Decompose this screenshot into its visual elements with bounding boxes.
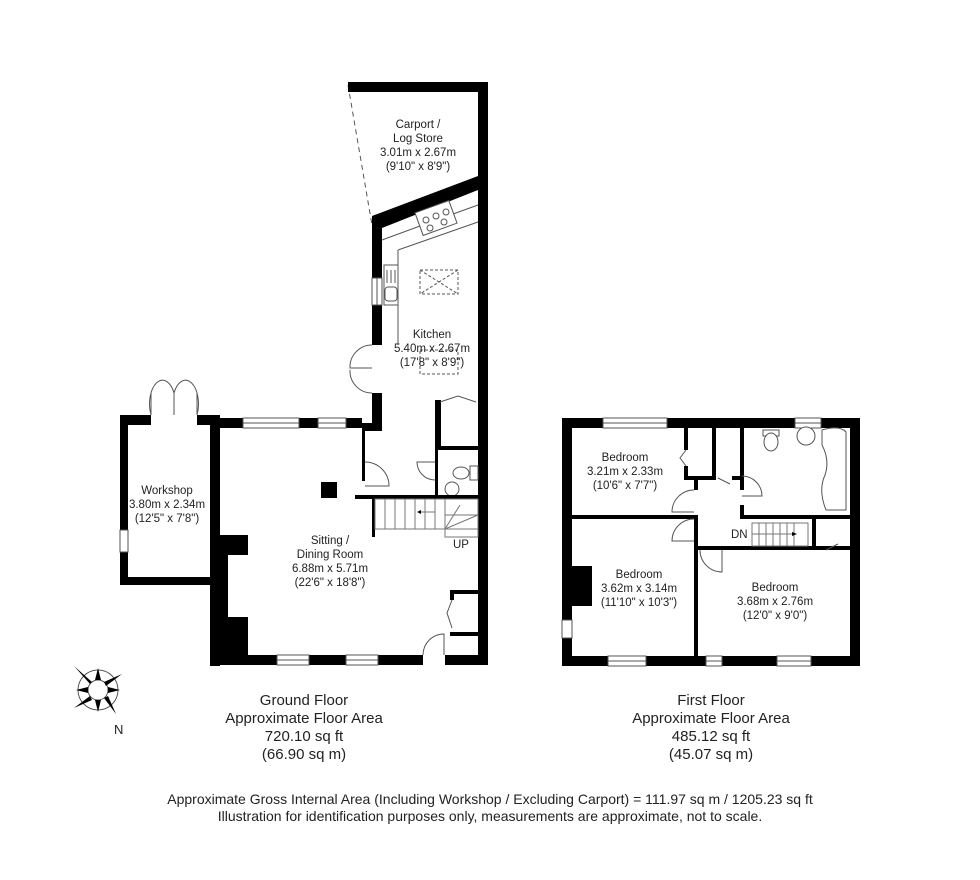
room-label-carport: Carport / Log Store 3.01m x 2.67m (9'10"… (379, 119, 457, 173)
room-label-bedroom-1: Bedroom 3.21m x 2.33m (10'6" x 7'7") (586, 452, 664, 492)
room-label-sitting-dining: Sitting / Dining Room 6.88m x 5.71m (22'… (291, 535, 369, 589)
ground-floor-caption: Ground Floor Approximate Floor Area 720.… (225, 692, 383, 763)
gross-area-note: Approximate Gross Internal Area (Includi… (167, 791, 813, 807)
ground-floor-plan (119, 82, 488, 666)
stairs-down-label: DN (731, 529, 748, 541)
room-label-workshop: Workshop 3.80m x 2.34m (12'5" x 7'8") (128, 485, 206, 525)
room-label-bedroom-2: Bedroom 3.62m x 3.14m (11'10" x 10'3") (600, 569, 678, 609)
first-floor-caption: First Floor Approximate Floor Area 485.1… (632, 692, 790, 763)
room-label-kitchen: Kitchen 5.40m x 2.67m (17'8" x 8'9") (393, 329, 471, 369)
disclaimer-note: Illustration for identification purposes… (217, 808, 763, 824)
first-floor-plan (561, 417, 860, 667)
compass-icon (74, 666, 122, 714)
compass-north-label: N (114, 722, 124, 737)
stairs-up-label: UP (453, 539, 469, 551)
room-label-bedroom-3: Bedroom 3.68m x 2.76m (12'0" x 9'0") (736, 582, 814, 622)
